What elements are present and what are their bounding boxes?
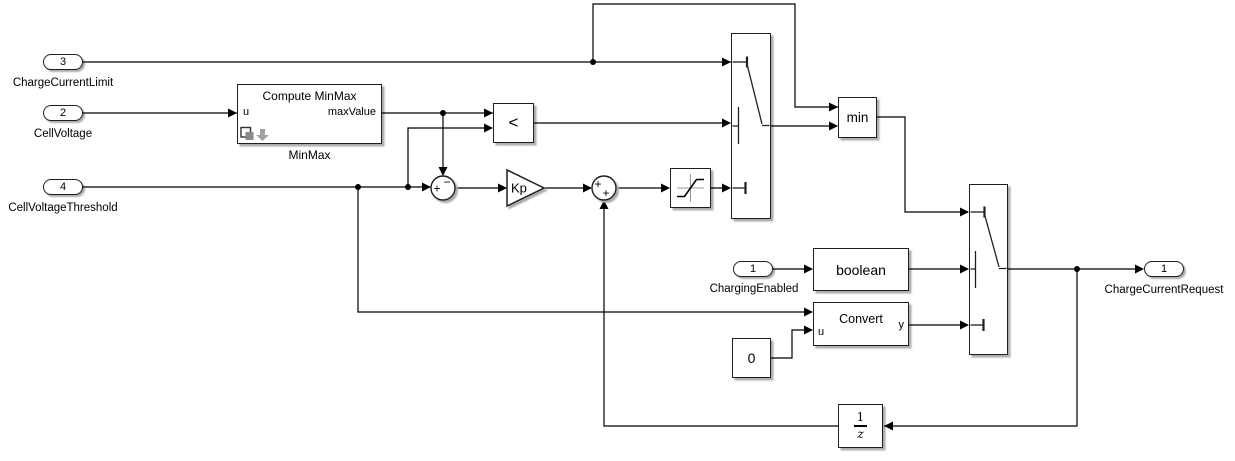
data-type-conversion-block[interactable]: Convert u y — [813, 302, 909, 346]
minmax-badges — [240, 126, 272, 142]
unit-delay-denominator: z — [857, 426, 864, 441]
fraction-bar — [854, 425, 867, 427]
badge-icons — [240, 126, 269, 141]
switch-block-1[interactable] — [731, 33, 771, 219]
minmax-output-label: maxValue — [327, 106, 376, 118]
gain-block[interactable]: Kp — [506, 168, 546, 208]
outport-charge-current-request-label: ChargeCurrentRequest — [1104, 284, 1224, 296]
constant-value: 0 — [747, 350, 756, 366]
convert-output-label: y — [898, 319, 905, 331]
unit-delay-numerator: 1 — [856, 410, 865, 425]
inport-cell-voltage[interactable]: 2 — [43, 105, 83, 121]
convert-input-label: u — [818, 326, 825, 338]
sum2-left-sign: + — [594, 177, 601, 191]
sum1-left-sign: + — [433, 182, 440, 196]
minmax-title: Compute MinMax — [262, 89, 357, 103]
boolean-block-label: boolean — [836, 261, 886, 278]
outport-number: 1 — [1160, 263, 1168, 275]
inport-charge-current-limit-label: ChargeCurrentLimit — [12, 77, 114, 89]
sum-block-1[interactable]: + − — [430, 175, 456, 201]
saturation-block[interactable] — [670, 168, 711, 208]
inport-charging-enabled-label: ChargingEnabled — [709, 283, 799, 295]
minmax-subsystem-block[interactable]: Compute MinMax u maxValue — [237, 84, 382, 144]
sum1-top-sign: − — [443, 175, 450, 189]
constant-block[interactable]: 0 — [732, 338, 771, 378]
inport-number: 1 — [749, 263, 757, 275]
unit-delay-fraction: 1 z — [839, 405, 882, 447]
down-arrow-icon — [256, 129, 269, 141]
min-block[interactable]: min — [838, 97, 877, 138]
inport-cell-voltage-label: CellVoltage — [33, 128, 93, 140]
outport-charge-current-request[interactable]: 1 — [1144, 261, 1184, 277]
boolean-conversion-block[interactable]: boolean — [813, 248, 909, 291]
relational-operator-symbol: < — [508, 113, 519, 132]
inport-cell-voltage-threshold[interactable]: 4 — [43, 179, 83, 195]
sum-block-2[interactable]: + + — [591, 175, 617, 201]
convert-block-label: Convert — [839, 312, 883, 326]
gain-label: Kp — [511, 181, 527, 196]
inport-number: 3 — [59, 56, 67, 68]
minmax-input-label: u — [243, 106, 250, 118]
inport-cell-voltage-threshold-label: CellVoltageThreshold — [8, 202, 118, 214]
inport-charging-enabled[interactable]: 1 — [733, 261, 773, 277]
min-block-label: min — [846, 110, 869, 125]
inport-number: 2 — [59, 107, 67, 119]
subsystem-badge-overlay-icon — [245, 132, 254, 140]
inport-charge-current-limit[interactable]: 3 — [43, 54, 83, 70]
unit-delay-block[interactable]: 1 z — [838, 404, 883, 448]
relational-operator-block[interactable]: < — [493, 103, 534, 143]
sum2-bottom-sign: + — [602, 186, 609, 200]
inport-number: 4 — [59, 181, 67, 193]
minmax-caption: MinMax — [288, 148, 331, 162]
switch-block-2[interactable] — [969, 184, 1008, 355]
